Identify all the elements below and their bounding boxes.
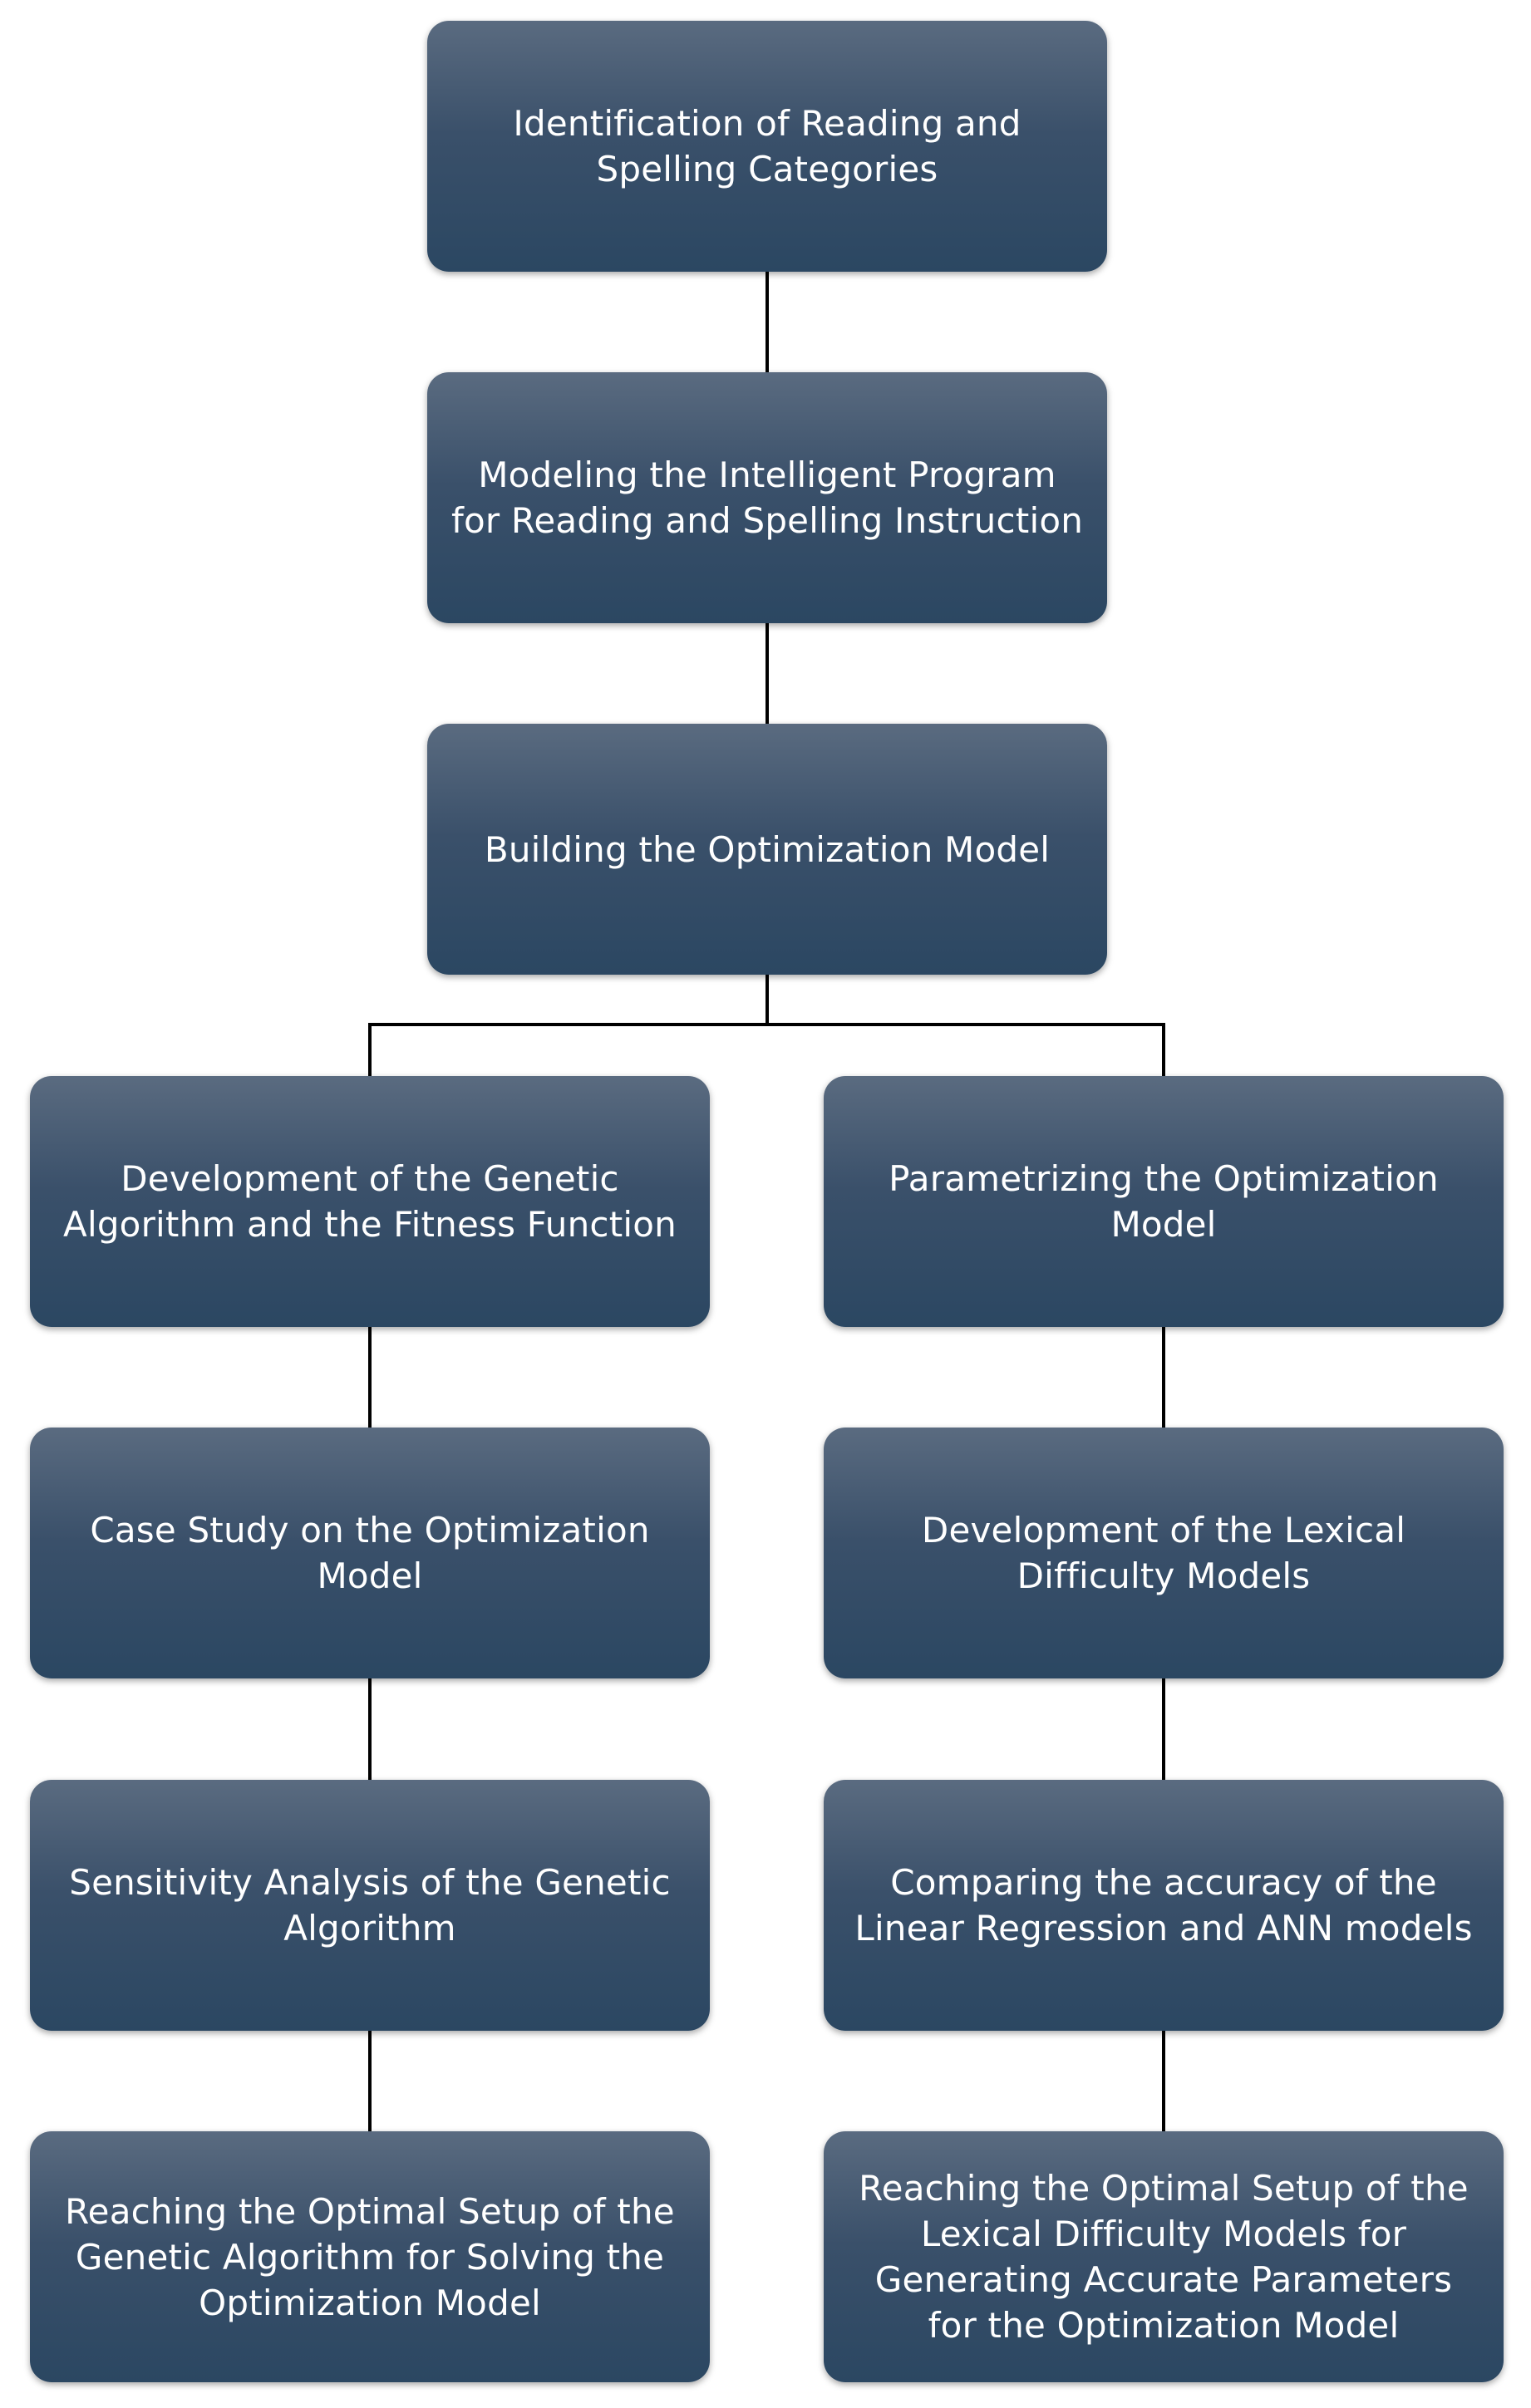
- node-case-study: Case Study on the Optimization Model: [30, 1428, 710, 1678]
- node-label: Building the Optimization Model: [484, 828, 1051, 870]
- node-optimal-setup-lexical: Reaching the Optimal Setup of the Lexica…: [824, 2131, 1504, 2382]
- node-optimal-setup-genetic: Reaching the Optimal Setup of the Geneti…: [30, 2131, 710, 2382]
- node-genetic-algorithm-development: Development of the Genetic Algorithm and…: [30, 1076, 710, 1327]
- node-label: Development of the Genetic Algorithm and…: [63, 1158, 677, 1245]
- node-sensitivity-analysis: Sensitivity Analysis of the Genetic Algo…: [30, 1780, 710, 2031]
- node-label: Modeling the Intelligent Program for Rea…: [450, 455, 1084, 541]
- node-label: Parametrizing the Optimization Model: [889, 1158, 1439, 1245]
- node-label: Sensitivity Analysis of the Genetic Algo…: [69, 1862, 671, 1949]
- node-building-optimization-model: Building the Optimization Model: [427, 724, 1107, 975]
- node-label: Case Study on the Optimization Model: [90, 1510, 650, 1596]
- node-label: Development of the Lexical Difficulty Mo…: [921, 1510, 1406, 1596]
- node-parametrizing-model: Parametrizing the Optimization Model: [824, 1076, 1504, 1327]
- node-modeling-intelligent-program: Modeling the Intelligent Program for Rea…: [427, 372, 1107, 623]
- node-label: Comparing the accuracy of the Linear Reg…: [854, 1862, 1473, 1949]
- node-label: Reaching the Optimal Setup of the Geneti…: [65, 2190, 675, 2323]
- node-label: Reaching the Optimal Setup of the Lexica…: [859, 2168, 1469, 2346]
- node-comparing-accuracy: Comparing the accuracy of the Linear Reg…: [824, 1780, 1504, 2031]
- node-lexical-difficulty-models: Development of the Lexical Difficulty Mo…: [824, 1428, 1504, 1678]
- node-label: Identification of Reading and Spelling C…: [513, 103, 1021, 189]
- node-identification-categories: Identification of Reading and Spelling C…: [427, 21, 1107, 272]
